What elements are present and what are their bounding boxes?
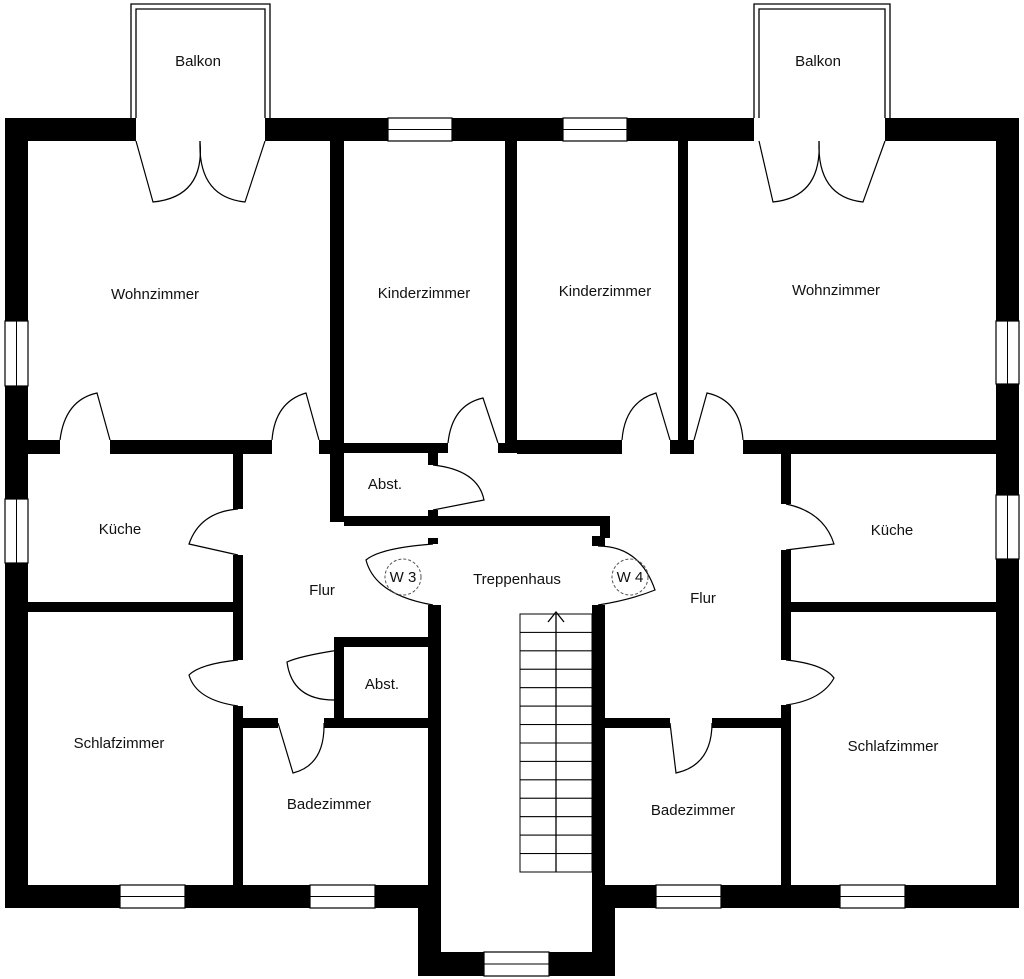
stair-direction-arrow bbox=[547, 610, 565, 872]
room-schlafzimmer-right: Schlafzimmer bbox=[848, 738, 939, 755]
room-abst-bottom: Abst. bbox=[365, 676, 399, 693]
room-badezimmer-right: Badezimmer bbox=[651, 802, 735, 819]
room-flur-left: Flur bbox=[309, 582, 335, 599]
marker-w3-circle bbox=[384, 558, 422, 596]
room-wohnzimmer-right: Wohnzimmer bbox=[792, 282, 880, 299]
marker-w4-circle bbox=[611, 558, 649, 596]
room-labels: Balkon Balkon Wohnzimmer Kinderzimmer Ki… bbox=[74, 53, 939, 819]
doors bbox=[59, 140, 886, 774]
room-kinderzimmer-left: Kinderzimmer bbox=[378, 285, 471, 302]
room-kueche-left: Küche bbox=[99, 521, 142, 538]
room-schlafzimmer-left: Schlafzimmer bbox=[74, 735, 165, 752]
interior-walls bbox=[25, 138, 999, 887]
staircase bbox=[519, 610, 593, 873]
apartment-markers: W 3 W 4 bbox=[384, 558, 649, 596]
room-flur-right: Flur bbox=[690, 590, 716, 607]
room-balkon-right: Balkon bbox=[795, 53, 841, 70]
room-badezimmer-left: Badezimmer bbox=[287, 796, 371, 813]
windows bbox=[4, 117, 1020, 977]
marker-w3: W 3 bbox=[390, 569, 417, 586]
room-kueche-right: Küche bbox=[871, 522, 914, 539]
room-balkon-left: Balkon bbox=[175, 53, 221, 70]
marker-w4: W 4 bbox=[617, 569, 644, 586]
room-kinderzimmer-right: Kinderzimmer bbox=[559, 283, 652, 300]
room-abst-top: Abst. bbox=[368, 476, 402, 493]
room-wohnzimmer-left: Wohnzimmer bbox=[111, 286, 199, 303]
balconies bbox=[130, 3, 891, 118]
room-treppenhaus: Treppenhaus bbox=[473, 571, 561, 588]
